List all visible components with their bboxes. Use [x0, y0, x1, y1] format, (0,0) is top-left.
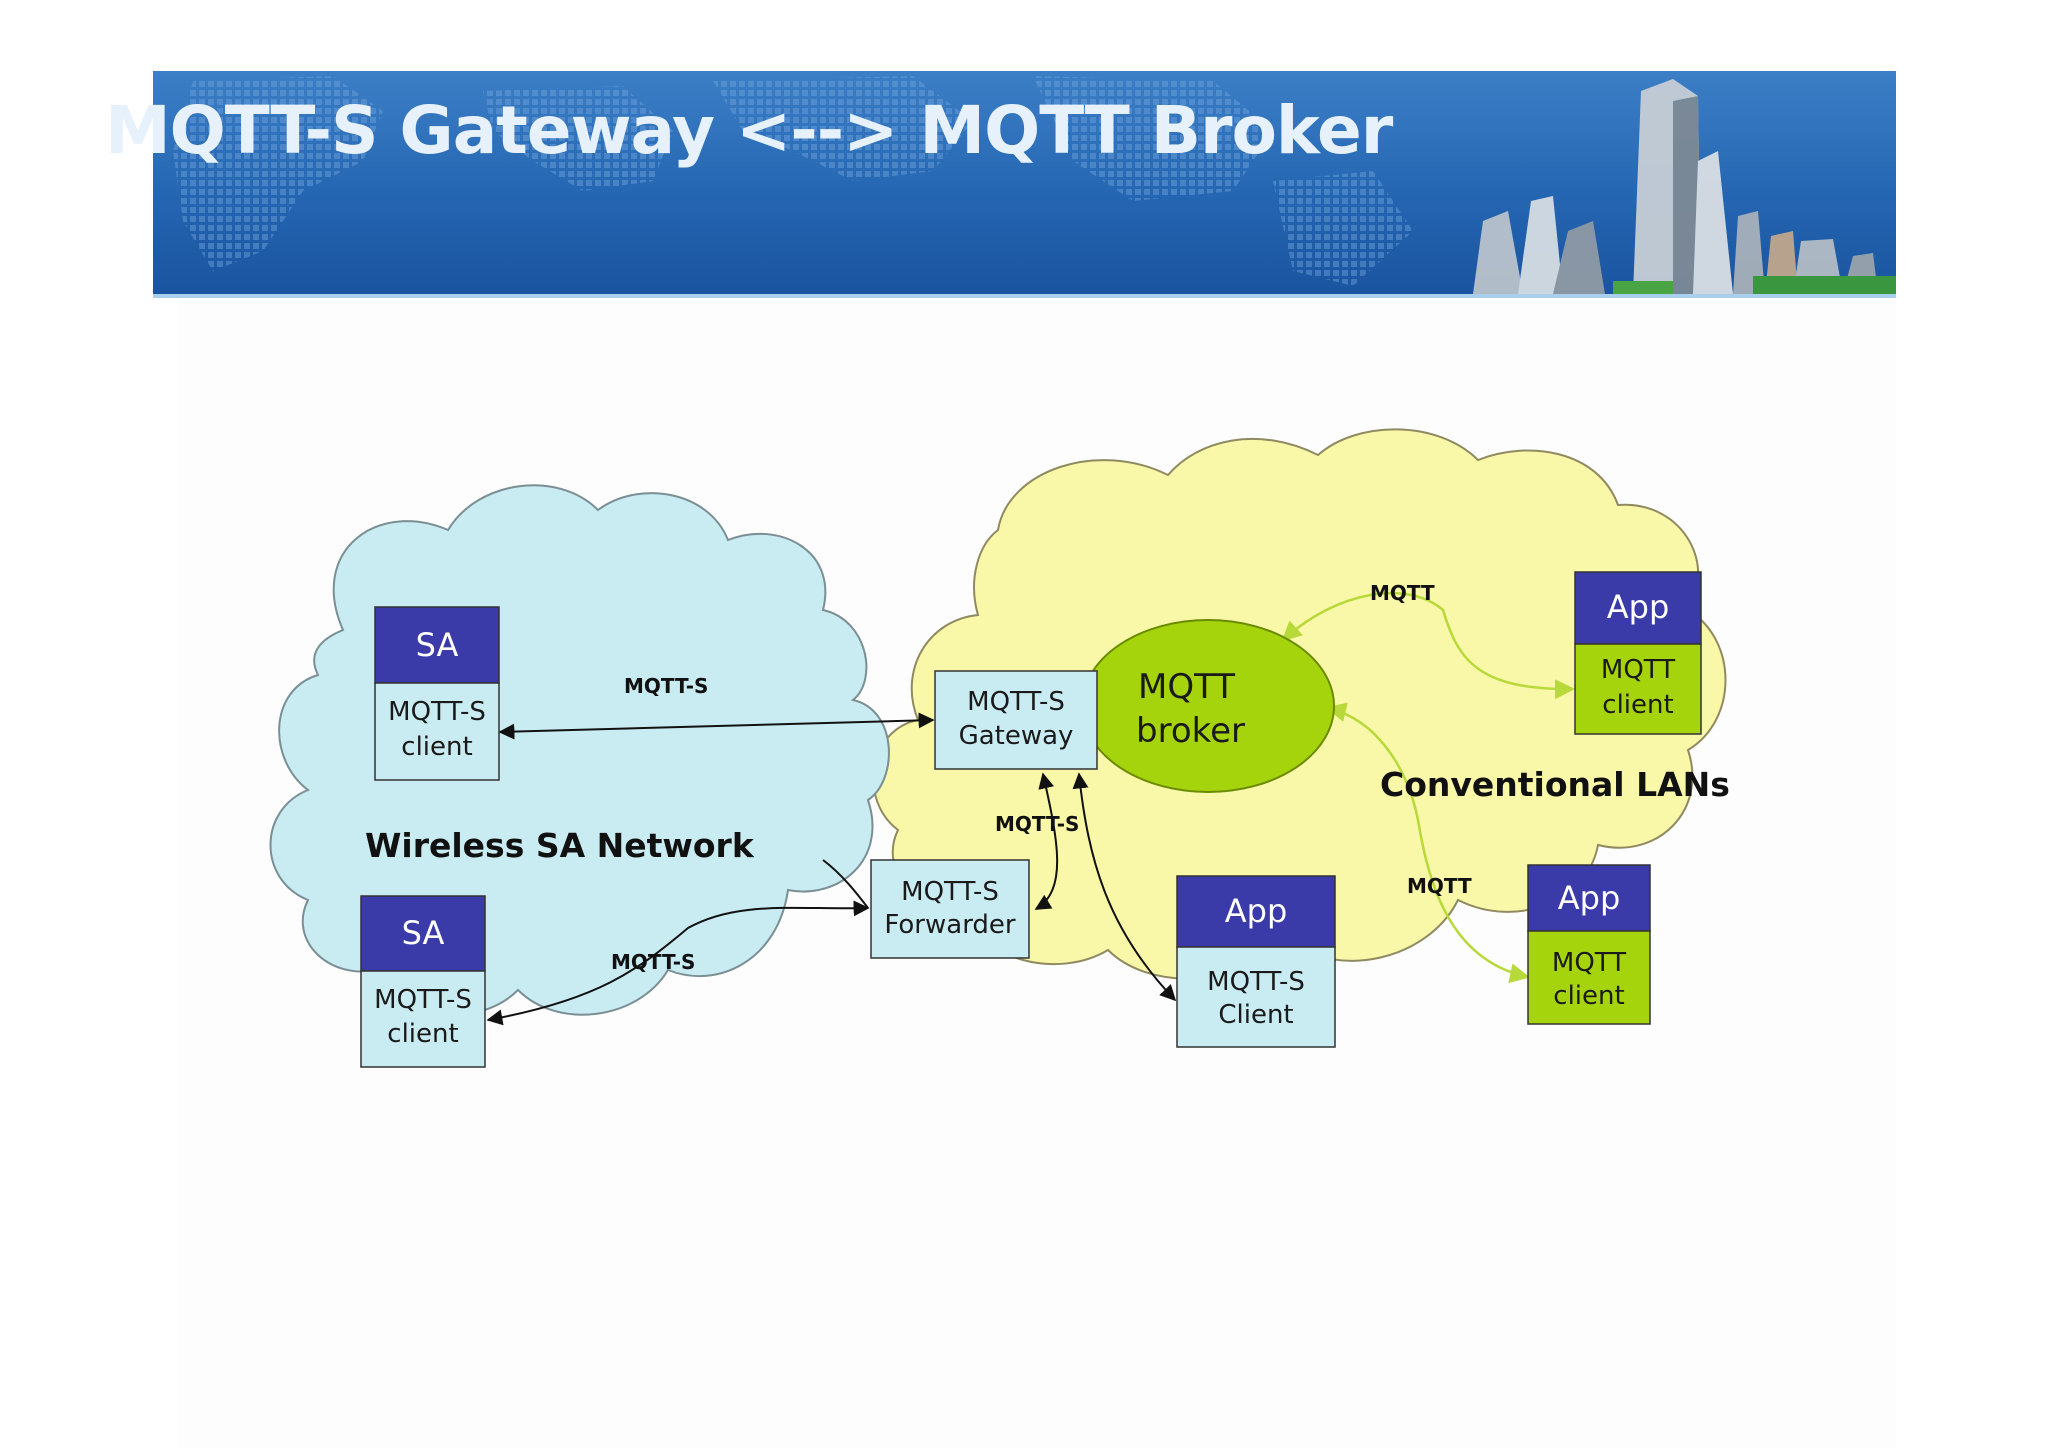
- app-mqtt-s-client-node: App MQTT-S Client: [1176, 875, 1336, 1048]
- app-bottom-body-line2: client: [1553, 981, 1624, 1011]
- sa-top-header: SA: [416, 626, 459, 664]
- wireless-sa-network-label: Wireless SA Network: [365, 826, 755, 865]
- app-top-header: App: [1607, 588, 1670, 626]
- forwarder-body-line2: Forwarder: [884, 910, 1016, 940]
- broker-label-line2: broker: [1136, 711, 1245, 751]
- sa-bottom-body-line2: client: [387, 1019, 458, 1049]
- sa-top-body-line2: client: [401, 732, 472, 762]
- app-bottom-header: App: [1558, 879, 1621, 917]
- world-map-skyline-decoration: [173, 76, 1896, 294]
- content-area: MQTT broker SA MQTT-S client SA MQTT-S c…: [178, 300, 1896, 1448]
- conventional-lans-label: Conventional LANs: [1380, 765, 1730, 804]
- app-bottom-body-line1: MQTT: [1552, 948, 1626, 978]
- edge-sa-bottom-forwarder: [486, 900, 870, 1026]
- app-mid-header: App: [1225, 892, 1288, 930]
- sa-bottom-header: SA: [402, 914, 445, 952]
- skyline-buildings: [1473, 79, 1896, 294]
- sa-top-body-line1: MQTT-S: [388, 697, 486, 727]
- edge-broker-app-top: [1281, 591, 1575, 700]
- app-mqtt-client-bottom-node: App MQTT client: [1527, 864, 1651, 1025]
- label-forwarder-gateway: MQTT-S: [995, 812, 1079, 836]
- gateway-body-line2: Gateway: [959, 721, 1074, 751]
- title-banner: [153, 71, 1896, 298]
- sa-bottom-body-line1: MQTT-S: [374, 985, 472, 1015]
- label-broker-app-bottom: MQTT: [1407, 874, 1472, 898]
- app-top-body-line1: MQTT: [1601, 655, 1675, 685]
- mqtt-s-gateway-node: MQTT-S Gateway: [934, 670, 1098, 770]
- app-mid-body-line2: Client: [1218, 1000, 1293, 1030]
- label-sa-bottom-forwarder: MQTT-S: [611, 950, 695, 974]
- label-sa-top-gateway: MQTT-S: [624, 674, 708, 698]
- mqtt-network-diagram: MQTT broker SA MQTT-S client SA MQTT-S c…: [269, 428, 1730, 1068]
- edge-forwarder-curve: [822, 859, 869, 909]
- edge-broker-app-bottom: [1326, 702, 1530, 984]
- sa-top-node: SA MQTT-S client: [374, 606, 500, 781]
- edge-gateway-app-mid: [1072, 772, 1177, 1002]
- mqtt-s-forwarder-node: MQTT-S Forwarder: [870, 859, 1030, 959]
- app-mid-body-line1: MQTT-S: [1207, 967, 1305, 997]
- slide-title: MQTT-S Gateway <--> MQTT Broker: [105, 92, 1393, 169]
- forwarder-body-line1: MQTT-S: [901, 877, 999, 907]
- app-top-body-line2: client: [1602, 690, 1673, 720]
- edge-sa-top-gateway: [498, 712, 935, 740]
- edge-forwarder-gateway: [1034, 772, 1059, 910]
- app-mqtt-client-top-node: App MQTT client: [1574, 571, 1702, 735]
- label-broker-app-top: MQTT: [1370, 581, 1435, 605]
- gateway-body-line1: MQTT-S: [967, 687, 1065, 717]
- sa-bottom-node: SA MQTT-S client: [360, 895, 486, 1068]
- broker-label-line1: MQTT: [1138, 667, 1235, 707]
